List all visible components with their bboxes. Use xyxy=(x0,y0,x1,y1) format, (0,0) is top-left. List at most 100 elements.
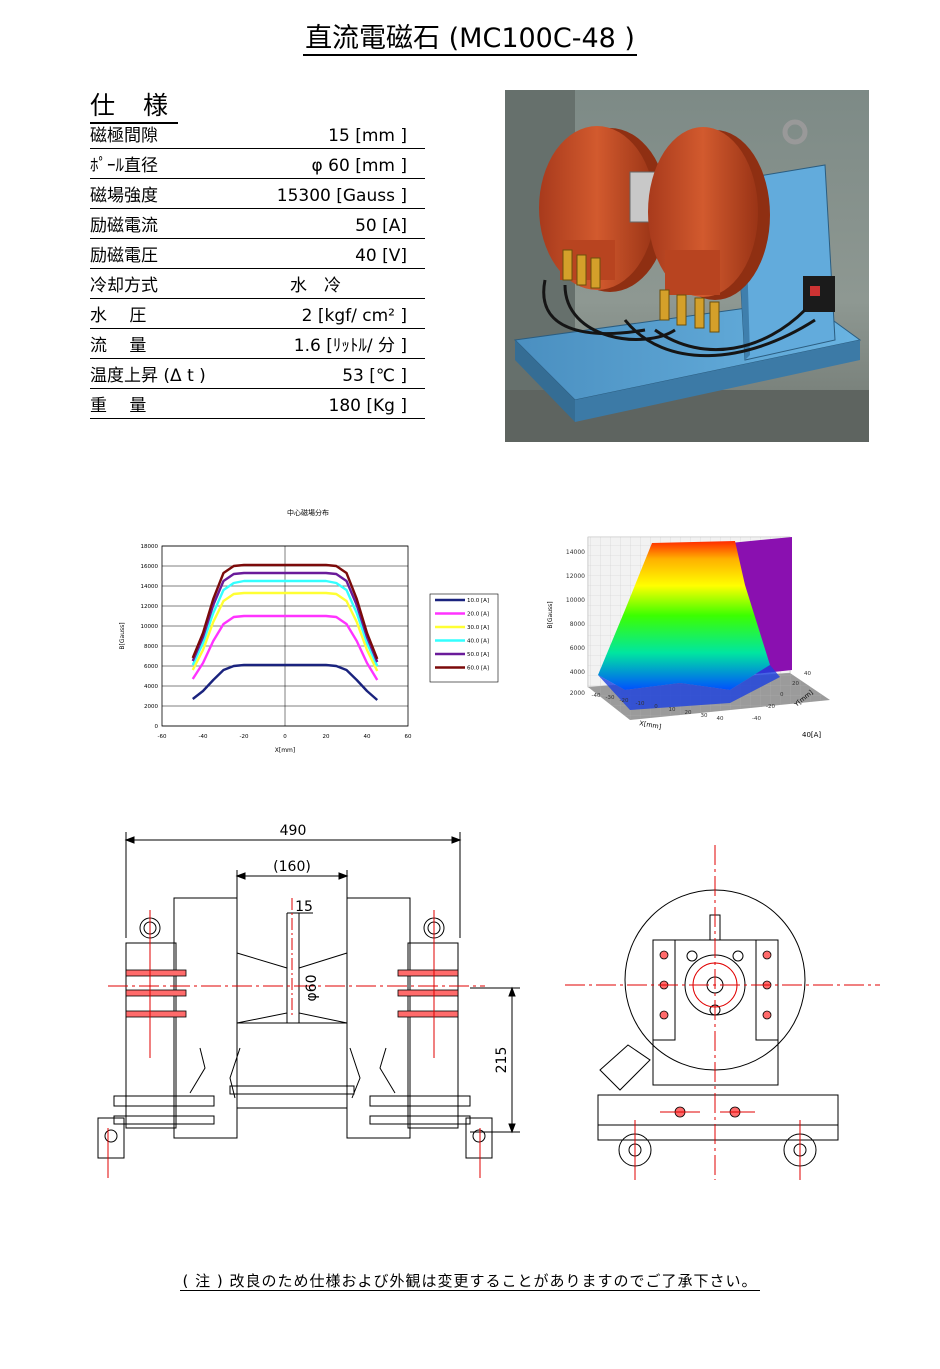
z-tick: 8000 xyxy=(570,621,585,628)
spec-value: φ 60 [mm ] xyxy=(311,156,407,176)
series-line xyxy=(191,591,379,672)
spec-row-flow: 流 量 1.6 [ﾘｯﾄﾙ/ 分 ] xyxy=(90,331,425,359)
series-line xyxy=(191,614,379,681)
x-tick: 20 xyxy=(323,734,330,740)
spec-value: 15 [mm ] xyxy=(328,126,407,146)
spec-label: 励磁電圧 xyxy=(90,246,158,266)
y-tick: -40 xyxy=(752,716,761,722)
spec-value: 2 [kgf/ cm² ] xyxy=(301,306,407,326)
z-tick: 6000 xyxy=(570,645,585,652)
chart-annotation: 40[A] xyxy=(802,731,821,739)
y-tick: 10000 xyxy=(141,624,159,630)
x-tick-labels-3d: -40 -30 -20 -10 0 10 20 30 40 xyxy=(592,693,724,722)
x-axis-label: X[mm] xyxy=(275,747,295,754)
product-photo xyxy=(505,90,869,442)
x-tick: 0 xyxy=(283,734,287,740)
field-surface xyxy=(598,541,770,690)
chart-legend: 10.0 [A]20.0 [A]30.0 [A]40.0 [A]50.0 [A]… xyxy=(435,598,489,672)
spec-row-current: 励磁電流 50 [A] xyxy=(90,211,425,239)
spec-label: 磁場強度 xyxy=(90,186,158,206)
spec-heading: 仕 様 xyxy=(90,86,178,124)
spec-value: 180 [Kg ] xyxy=(328,396,407,416)
y-tick: 12000 xyxy=(141,604,159,610)
y-tick: 6000 xyxy=(144,664,158,670)
x-tick: 60 xyxy=(405,734,412,740)
z-tick: 12000 xyxy=(566,573,585,580)
dim-height: 215 xyxy=(494,1047,510,1074)
z-tick: 14000 xyxy=(566,549,585,556)
x-tick: 40 xyxy=(364,734,371,740)
series-line xyxy=(191,571,379,663)
spec-label: 重 量 xyxy=(90,396,147,416)
y-tick: 4000 xyxy=(144,684,158,690)
x-tick: -60 xyxy=(158,734,167,740)
z-tick: 10000 xyxy=(566,597,585,604)
spec-label: 励磁電流 xyxy=(90,216,158,236)
x-tick: -20 xyxy=(620,698,629,704)
z-tick: 2000 xyxy=(570,690,585,697)
z-tick: 4000 xyxy=(570,669,585,676)
dim-width: 490 xyxy=(280,823,307,839)
y-tick: 20 xyxy=(792,681,799,687)
z-tick-labels: 14000 12000 10000 8000 6000 4000 2000 xyxy=(566,549,585,697)
page-title-text: 直流電磁石 (MC100C-48 ) xyxy=(303,23,637,56)
spec-value: 53 [℃ ] xyxy=(342,366,407,386)
chart-title: 中心磁場分布 xyxy=(287,508,329,517)
x-tick: 0 xyxy=(654,704,658,710)
page-title: 直流電磁石 (MC100C-48 ) xyxy=(0,16,940,56)
dim-pole: φ60 xyxy=(304,974,320,1001)
footnote-text: ( 注 ) 改良のため仕様および外観は変更することがありますのでご了承下さい。 xyxy=(180,1272,760,1291)
legend-label: 20.0 [A] xyxy=(467,612,489,618)
x-tick: 20 xyxy=(685,710,692,716)
spec-row-temperature-rise: 温度上昇 (Δ t ) 53 [℃ ] xyxy=(90,361,425,389)
y-tick: 0 xyxy=(155,724,159,730)
y-tick: -20 xyxy=(766,704,775,710)
spec-row-field-strength: 磁場強度 15300 [Gauss ] xyxy=(90,181,425,209)
spec-label: 水 圧 xyxy=(90,306,147,326)
legend-label: 60.0 [A] xyxy=(467,666,489,672)
legend-label: 50.0 [A] xyxy=(467,652,489,658)
y-tick: 14000 xyxy=(141,584,159,590)
y-tick: 40 xyxy=(804,671,811,677)
dim-gap: 15 xyxy=(295,899,313,915)
series-line xyxy=(191,563,379,660)
y-tick: 0 xyxy=(780,692,784,698)
spec-label: 流 量 xyxy=(90,336,147,356)
x-tick: -40 xyxy=(592,693,601,699)
dim-inner: (160) xyxy=(273,859,311,875)
y-tick: 8000 xyxy=(144,644,158,650)
spec-row-weight: 重 量 180 [Kg ] xyxy=(90,391,425,419)
spec-value: 水 冷 xyxy=(290,276,341,296)
x-tick: 10 xyxy=(669,707,676,713)
chart-gridlines xyxy=(162,545,408,727)
spec-label: 温度上昇 (Δ t ) xyxy=(90,366,206,386)
legend-label: 10.0 [A] xyxy=(467,598,489,604)
spec-row-cooling: 冷却方式 水 冷 xyxy=(90,271,425,299)
x-tick: -10 xyxy=(636,701,645,707)
y-tick: 16000 xyxy=(141,564,159,570)
spec-label: 磁極間隙 xyxy=(90,126,158,146)
spec-value: 1.6 [ﾘｯﾄﾙ/ 分 ] xyxy=(293,336,407,356)
x-tick: 40 xyxy=(717,716,724,722)
spec-value: 15300 [Gauss ] xyxy=(276,186,407,206)
field-distribution-chart: 中心磁場分布 0 2000 4000 6000 8000 10000 12000 14000 1… xyxy=(119,508,499,754)
bolt-group xyxy=(125,969,459,1018)
side-view-drawing xyxy=(565,845,880,1180)
spec-label: 冷却方式 xyxy=(90,276,158,296)
y-axis-label: B[Gauss] xyxy=(119,622,126,649)
spec-value: 50 [A] xyxy=(355,216,407,236)
x-tick: 30 xyxy=(701,713,708,719)
spec-row-water-pressure: 水 圧 2 [kgf/ cm² ] xyxy=(90,301,425,329)
series-line xyxy=(192,663,379,701)
y-tick-labels-3d: -40 -20 0 20 40 xyxy=(752,671,811,722)
spec-row-pole-diameter: ﾎﾟｰﾙ直径 φ 60 [mm ] xyxy=(90,151,425,179)
y-tick: 2000 xyxy=(144,704,158,710)
series-line xyxy=(191,579,379,667)
y-tick-labels: 0 2000 4000 6000 8000 10000 12000 14000 16000 180… xyxy=(141,544,159,730)
spec-value: 40 [V] xyxy=(355,246,407,266)
spec-row-gap: 磁極間隙 15 [mm ] xyxy=(90,121,425,149)
chart-series xyxy=(191,563,379,701)
y-tick: 18000 xyxy=(141,544,159,550)
z-axis-label: B[Gauss] xyxy=(547,601,554,628)
